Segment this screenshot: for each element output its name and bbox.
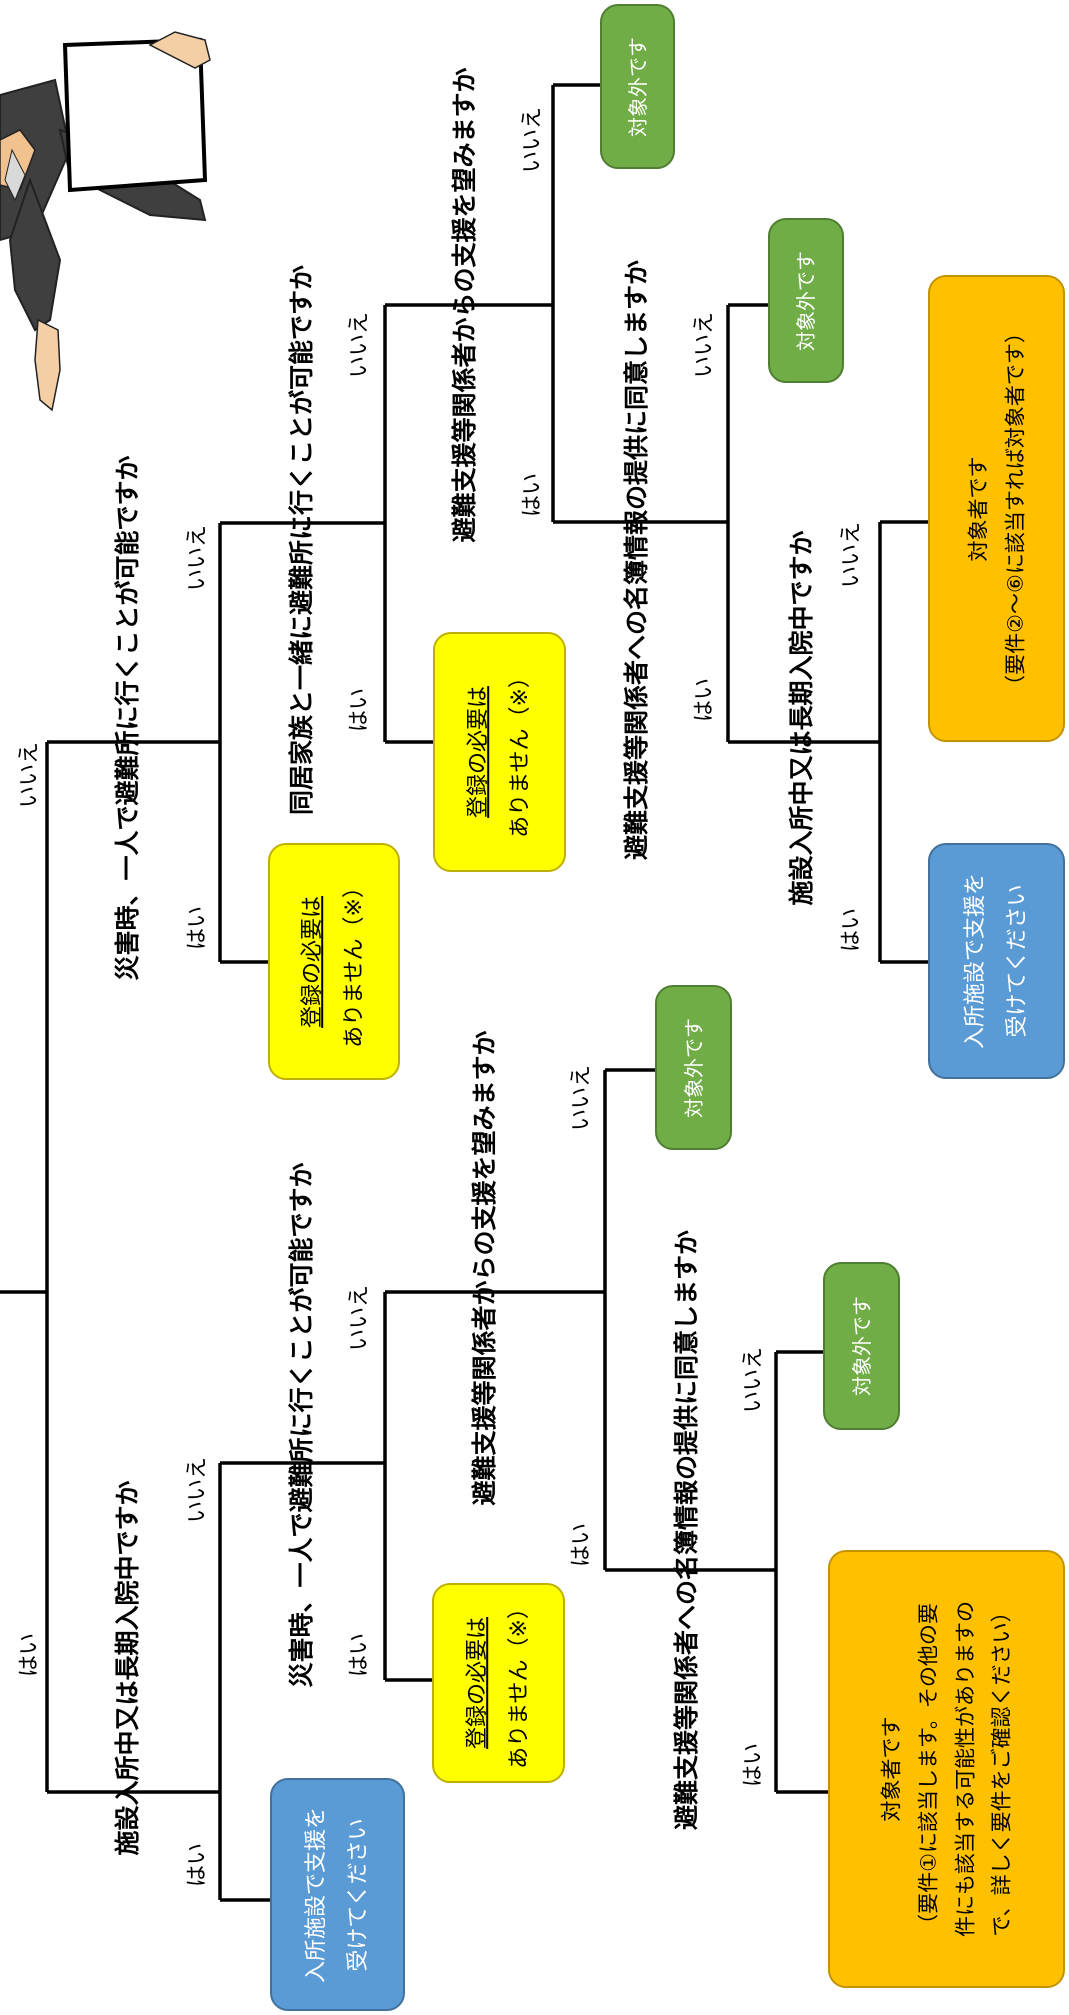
result-box-no-registration-left: 登録の必要はありません（※）: [432, 1583, 565, 1783]
label-no-left-2: いいえ: [347, 1284, 373, 1352]
label-no-left-1: いいえ: [185, 1456, 211, 1524]
label-yes-left-4: はい: [741, 1742, 767, 1788]
label-yes-left-3: はい: [569, 1522, 595, 1568]
question-consent-left: 避難支援等関係者への名簿情報の提供に同意しますか: [672, 1229, 702, 1831]
result-box-facility-right: 入所施設で支援を受けてください: [928, 843, 1065, 1079]
result-box-not-eligible-right-2: 対象外です: [768, 218, 844, 383]
question-facility-right: 施設入所中又は長期入院中ですか: [787, 530, 817, 906]
label-yes-facility-left: はい: [17, 1632, 43, 1678]
label-yes-right-4: はい: [692, 677, 718, 723]
label-no-root: いいえ: [17, 741, 43, 809]
label-no-right-5: いいえ: [839, 521, 865, 589]
label-yes-left-2: はい: [347, 1632, 373, 1678]
label-no-left-3: いいえ: [569, 1064, 595, 1132]
label-no-left-4: いいえ: [741, 1346, 767, 1414]
question-support-left: 避難支援等関係者からの支援を望みますか: [470, 1030, 500, 1506]
question-alone-right: 災害時、一人で避難所に行くことが可能ですか: [113, 455, 143, 981]
result-box-not-eligible-left-2: 対象外です: [823, 1262, 900, 1430]
result-box-eligible-left: 対象者です （要件①に該当します。その他の要 件にも該当する可能性がありますの …: [828, 1550, 1065, 1988]
result-box-facility-left: 入所施設で支援を受けてください: [270, 1778, 405, 2011]
label-yes-right-2: はい: [347, 687, 373, 733]
label-yes-right-3: はい: [520, 472, 546, 518]
question-facility-left: 施設入所中又は長期入院中ですか: [113, 1480, 143, 1856]
question-support-right: 避難支援等関係者からの支援を望みますか: [450, 67, 480, 543]
label-yes-right-5: はい: [839, 907, 865, 953]
result-box-not-eligible-left-1: 対象外です: [655, 985, 732, 1150]
label-no-right-4: いいえ: [692, 311, 718, 379]
result-box-not-eligible-right-1: 対象外です: [600, 4, 675, 169]
result-box-no-registration-right-2: 登録の必要はありません（※）: [433, 632, 566, 872]
label-yes-left-1: はい: [185, 1842, 211, 1888]
question-alone-left: 災害時、一人で避難所に行くことが可能ですか: [287, 1162, 317, 1688]
businessman-illustration: [0, 31, 211, 412]
label-no-right-3: いいえ: [520, 106, 546, 174]
label-no-right-2: いいえ: [347, 311, 373, 379]
result-box-no-registration-right-1: 登録の必要はありません（※）: [268, 843, 400, 1080]
label-yes-right-1: はい: [185, 905, 211, 951]
label-no-right-1: いいえ: [185, 524, 211, 592]
question-family-right: 同居家族と一緒に避難所に行くことが可能ですか: [287, 264, 317, 816]
result-box-eligible-right: 対象者です（要件②～⑥に該当すれば対象者です）: [928, 275, 1065, 742]
question-consent-right: 避難支援等関係者への名簿情報の提供に同意しますか: [622, 259, 652, 861]
